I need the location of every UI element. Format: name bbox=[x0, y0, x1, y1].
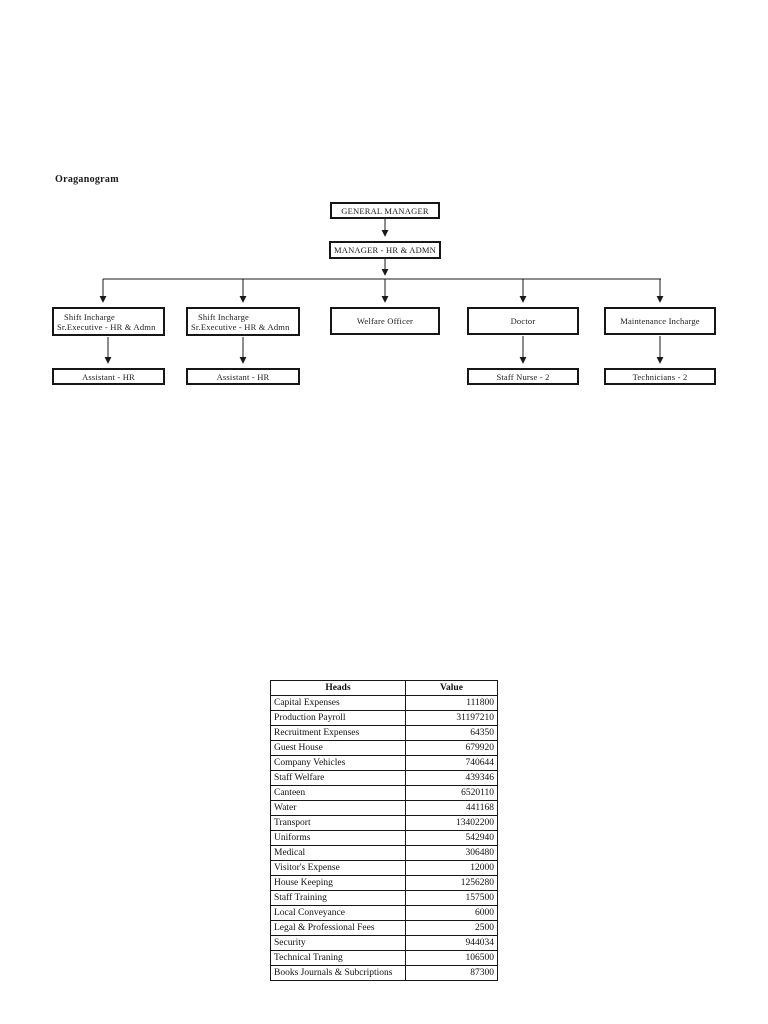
value-cell: 1256280 bbox=[405, 875, 498, 891]
head-cell: Medical bbox=[270, 845, 406, 861]
value-column-header: Value bbox=[405, 680, 498, 696]
head-cell: Legal & Professional Fees bbox=[270, 920, 406, 936]
org-node-label-line1: Shift Incharge bbox=[64, 311, 116, 322]
org-node-staff-nurse: Staff Nurse - 2 bbox=[467, 368, 579, 385]
org-node-label: Staff Nurse - 2 bbox=[496, 371, 550, 382]
value-cell: 64350 bbox=[405, 725, 498, 741]
value-cell: 31197210 bbox=[405, 710, 498, 726]
head-cell: Recruitment Expenses bbox=[270, 725, 406, 741]
org-node-label: Assistant - HR bbox=[82, 371, 135, 382]
value-cell: 944034 bbox=[405, 935, 498, 951]
org-node-label-line1: Shift Incharge bbox=[198, 311, 250, 322]
head-cell: Staff Welfare bbox=[270, 770, 406, 786]
head-cell: Company Vehicles bbox=[270, 755, 406, 771]
value-cell: 306480 bbox=[405, 845, 498, 861]
org-node-label-line2: Sr.Executive - HR & Admn bbox=[191, 321, 290, 332]
org-node-technicians: Technicians - 2 bbox=[604, 368, 716, 385]
value-cell: 679920 bbox=[405, 740, 498, 756]
table-header-row: Heads Value bbox=[270, 680, 498, 696]
value-cell: 111800 bbox=[405, 695, 498, 711]
head-cell: Capital Expenses bbox=[270, 695, 406, 711]
head-cell: Transport bbox=[270, 815, 406, 831]
page-title: Oraganogram bbox=[55, 174, 119, 185]
value-cell: 6520110 bbox=[405, 785, 498, 801]
value-cell: 441168 bbox=[405, 800, 498, 816]
head-cell: Security bbox=[270, 935, 406, 951]
org-node-label: GENERAL MANAGER bbox=[341, 205, 429, 216]
value-cell: 542940 bbox=[405, 830, 498, 846]
org-node-manager-hr-admn: MANAGER - HR & ADMN bbox=[329, 241, 441, 259]
org-node-assistant-hr-1: Assistant - HR bbox=[52, 368, 165, 385]
value-cell: 106500 bbox=[405, 950, 498, 966]
head-cell: Technical Traning bbox=[270, 950, 406, 966]
org-node-label: Assistant - HR bbox=[216, 371, 270, 382]
org-node-label: Technicians - 2 bbox=[632, 371, 688, 382]
head-cell: Visitor's Expense bbox=[270, 860, 406, 876]
head-cell: Uniforms bbox=[270, 830, 406, 846]
head-cell: Books Journals & Subcriptions bbox=[270, 965, 406, 981]
head-cell: Production Payroll bbox=[270, 710, 406, 726]
org-node-label: Welfare Officer bbox=[356, 316, 414, 326]
value-cell: 439346 bbox=[405, 770, 498, 786]
head-cell: Canteen bbox=[270, 785, 406, 801]
org-node-label: Maintenance Incharge bbox=[620, 316, 700, 326]
value-cell: 13402200 bbox=[405, 815, 498, 831]
head-cell: House Keeping bbox=[270, 875, 406, 891]
head-cell: Staff Training bbox=[270, 890, 406, 906]
org-node-welfare-officer: Welfare Officer bbox=[330, 307, 440, 335]
org-node-label-line2: Sr.Executive - HR & Admn bbox=[57, 321, 156, 332]
org-node-label: MANAGER - HR & ADMN bbox=[333, 245, 437, 255]
org-node-label: Doctor bbox=[510, 316, 536, 326]
value-cell: 2500 bbox=[405, 920, 498, 936]
value-cell: 12000 bbox=[405, 860, 498, 876]
head-cell: Local Conveyance bbox=[270, 905, 406, 921]
org-node-doctor: Doctor bbox=[467, 307, 579, 335]
org-node-shift-incharge-1: Shift Incharge Sr.Executive - HR & Admn bbox=[52, 307, 165, 336]
head-cell: Guest House bbox=[270, 740, 406, 756]
heads-column-header: Heads bbox=[270, 680, 406, 696]
value-cell: 740644 bbox=[405, 755, 498, 771]
org-node-shift-incharge-2: Shift Incharge Sr.Executive - HR & Admn bbox=[186, 307, 300, 336]
value-cell: 6000 bbox=[405, 905, 498, 921]
value-cell: 157500 bbox=[405, 890, 498, 906]
value-cell: 87300 bbox=[405, 965, 498, 981]
org-node-general-manager: GENERAL MANAGER bbox=[330, 202, 440, 219]
head-cell: Water bbox=[270, 800, 406, 816]
org-node-assistant-hr-2: Assistant - HR bbox=[186, 368, 300, 385]
org-node-maintenance-incharge: Maintenance Incharge bbox=[604, 307, 716, 335]
